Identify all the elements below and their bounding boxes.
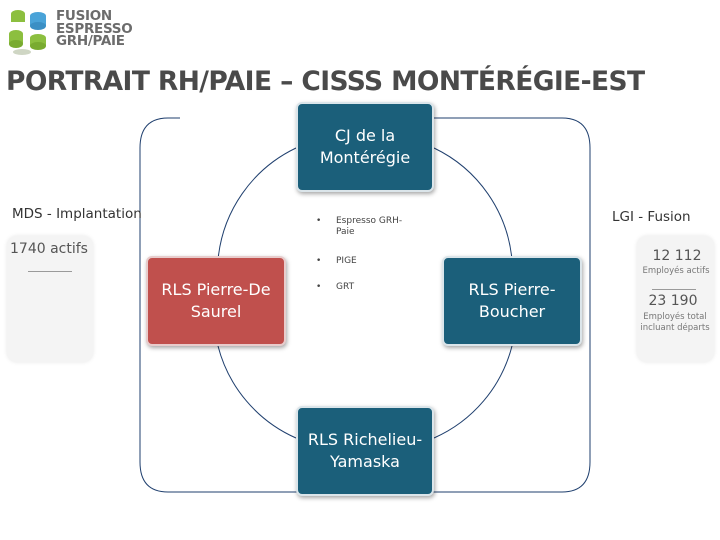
logo-line-grh-paie: GRH/PAIE	[56, 33, 125, 49]
right-divider	[652, 289, 696, 290]
node-cj-monteregie-label: CJ de la Montérégie	[319, 126, 411, 167]
node-rls-richelieu-yamaska: RLS Richelieu-Yamaska	[296, 406, 434, 496]
fusion-espresso-logo: FUSION ESPRESSO GRH/PAIE	[4, 4, 164, 60]
logo-line-espresso: ESPRESSO	[56, 20, 133, 37]
page-title: PORTRAIT RH/PAIE – CISSS MONTÉRÉGIE-EST	[6, 66, 645, 97]
arc-bottom-right	[433, 345, 513, 439]
node-rls-pierre-de-saurel: RLS Pierre-De Saurel	[146, 256, 286, 346]
bullet-dot-icon: •	[316, 282, 322, 292]
node-rls-pierre-boucher: RLS Pierre-Boucher	[442, 256, 582, 346]
node-cj-monteregie: CJ de la Montérégie	[296, 102, 434, 192]
right-bracket	[433, 117, 591, 493]
lgi-active-caption: Employés actifs	[642, 266, 710, 276]
system-espresso: Espresso GRH-Paie	[336, 216, 403, 237]
node-rls-richelieu-yamaska-label: RLS Richelieu-Yamaska	[307, 430, 423, 471]
bullet-dot-icon: •	[316, 256, 322, 266]
system-pige: PIGE	[336, 256, 357, 266]
mds-active-count: 1740 actifs	[10, 241, 88, 257]
logo-wordmark: FUSION ESPRESSO GRH/PAIE	[56, 8, 133, 49]
left-divider	[28, 271, 72, 272]
lgi-total-count: 23 190	[648, 293, 698, 309]
lgi-total-caption: Employés total incluant départs	[640, 312, 710, 333]
arc-top-right	[433, 147, 513, 261]
mds-implantation-label: MDS - Implantation	[12, 206, 142, 222]
right-panel-card	[637, 236, 714, 362]
lgi-active-count: 12 112	[652, 248, 702, 264]
left-bracket	[139, 117, 300, 493]
system-grt: GRT	[336, 282, 355, 292]
bullet-dot-icon: •	[316, 216, 322, 226]
left-panel-card	[7, 236, 93, 362]
arc-bottom-left	[217, 345, 297, 439]
lgi-fusion-label: LGI - Fusion	[612, 209, 691, 225]
node-rls-pierre-de-saurel-label: RLS Pierre-De Saurel	[161, 280, 271, 321]
coffee-cups-icon	[9, 10, 46, 55]
logo-line-fusion: FUSION	[56, 8, 112, 24]
arc-top-left	[217, 147, 297, 261]
node-rls-pierre-boucher-label: RLS Pierre-Boucher	[468, 280, 556, 321]
